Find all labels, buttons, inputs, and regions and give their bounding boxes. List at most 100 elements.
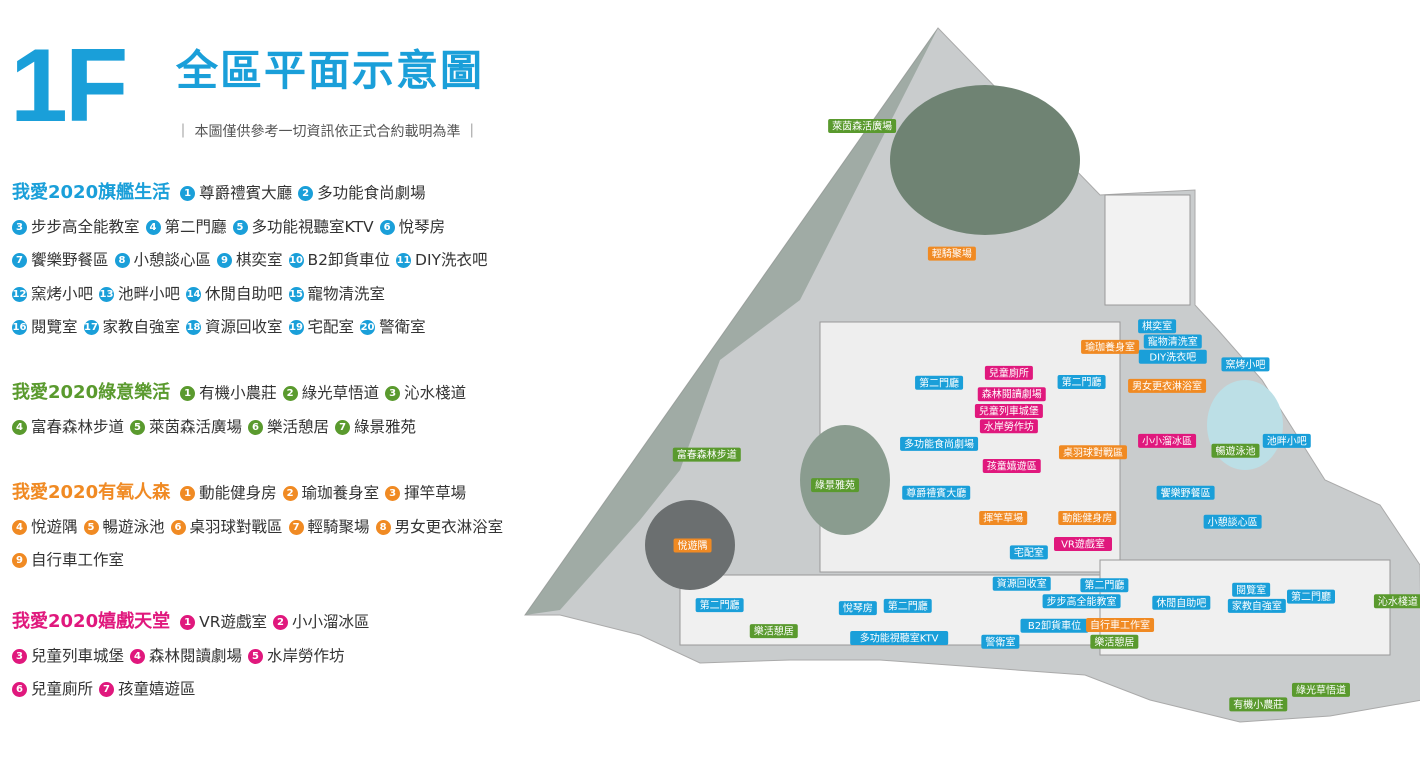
map-label-text: 窯烤小吧 <box>1225 358 1265 371</box>
map-label-text: 宅配室 <box>1014 546 1044 559</box>
map-label: 桌羽球對戰區 <box>1058 445 1127 460</box>
map-label-text: 閱覽室 <box>1236 583 1266 596</box>
map-label-box <box>1152 595 1211 610</box>
map-label: 揮竿草場 <box>979 510 1028 525</box>
map-label-box <box>974 404 1043 419</box>
legend-item-label: 宅配室 <box>307 318 355 336</box>
map-label-box <box>695 598 744 613</box>
map-label-text: 步步高全能教室 <box>1047 595 1117 608</box>
map-label: 第二門廳 <box>1080 578 1129 593</box>
map-label-box <box>1262 433 1311 448</box>
map-label-box <box>900 436 979 451</box>
map-label-box <box>1227 598 1286 613</box>
map-label-box <box>1057 375 1106 389</box>
legend-item-number: 11 <box>396 253 412 268</box>
map-label-text: 暢遊泳池 <box>1215 444 1255 457</box>
map-label-text: 第二門廳 <box>919 376 959 389</box>
map-label-text: 富春森林步道 <box>677 448 737 461</box>
page-title: 全區平面示意圖 <box>176 46 485 95</box>
legend-item-label: 兒童廁所 <box>31 680 94 698</box>
map-label: 第二門廳 <box>695 598 744 613</box>
legend-item-number: 2 <box>298 186 314 201</box>
map-label: 閱覽室 <box>1232 582 1271 597</box>
map-label-box <box>1042 594 1121 609</box>
legend-section-title: 我愛2020嬉戲天堂 <box>12 611 171 632</box>
map-label-box <box>883 598 932 613</box>
legend-item-number: 12 <box>12 286 27 302</box>
legend-item-number: 5 <box>232 219 248 235</box>
map-label: 綠景雅苑 <box>811 478 860 493</box>
legend-item-number: 3 <box>12 648 27 664</box>
map-label: 第二門廳 <box>883 598 932 613</box>
legend-item-label: 多功能食尚劇場 <box>317 184 426 202</box>
legend-item-number: 15 <box>288 286 304 302</box>
map-label-box <box>992 576 1051 591</box>
map-label-text: 有機小農莊 <box>1233 698 1283 711</box>
legend-item-number: 7 <box>288 519 304 535</box>
map-label: 休閒自助吧 <box>1152 595 1211 610</box>
map-label-text: 第二門廳 <box>1062 376 1102 389</box>
map-label-box <box>1156 485 1215 500</box>
map-label-text: 饗樂野餐區 <box>1161 486 1211 499</box>
legend-item-label: 小憩談心區 <box>133 251 212 269</box>
map-label-box <box>850 630 949 645</box>
map-label-text: 兒童廁所 <box>989 366 1029 379</box>
legend-item-number: 3 <box>385 486 401 501</box>
map-label-text: 資源回收室 <box>997 577 1047 590</box>
map-label-text: 孩童嬉遊區 <box>987 460 1037 473</box>
map-label-box <box>1058 445 1127 460</box>
map-label-text: 池畔小吧 <box>1267 434 1307 447</box>
map-label: 樂活憩居 <box>749 624 798 639</box>
legend-section-title: 我愛2020綠意樂活 <box>12 382 171 403</box>
legend-item-number: 7 <box>99 682 115 697</box>
map-label: 悅遊隅 <box>673 538 712 553</box>
map-label: 步步高全能教室 <box>1042 594 1121 609</box>
map-label-box <box>977 387 1046 402</box>
legend-item-number: 16 <box>12 320 27 335</box>
map-label: 森林閱讀劇場 <box>977 387 1046 402</box>
legend-item-number: 5 <box>130 419 146 435</box>
map-label: 尊爵禮賓大廳 <box>902 485 971 500</box>
legend-item-label: 水岸勞作坊 <box>267 646 345 665</box>
map-label-text: VR遊戲室 <box>1061 537 1105 550</box>
legend-item-label: 饗樂野餐區 <box>31 251 109 269</box>
map-label-text: 多功能視聽室KTV <box>860 631 939 644</box>
map-label: 宅配室 <box>1009 545 1048 560</box>
map-label: 池畔小吧 <box>1262 433 1311 448</box>
map-label: 家教自強室 <box>1227 598 1286 613</box>
map-label-text: 動能健身房 <box>1062 511 1112 524</box>
map-label-text: 小憩談心區 <box>1208 515 1258 528</box>
map-label-box <box>927 246 976 261</box>
map-label-text: 多功能食尚劇場 <box>904 437 974 450</box>
map-label-text: 森林閱讀劇場 <box>982 388 1042 401</box>
map-label: 小小溜冰區 <box>1138 433 1197 448</box>
map-label-text: 悅琴房 <box>843 602 873 615</box>
disclaimer: ｜ 本圖僅供參考一切資訊依正式合約載明為準 ｜ <box>176 124 479 140</box>
legend-item-label: 富春森林步道 <box>31 417 125 436</box>
map-label-text: 瑜珈養身室 <box>1085 340 1135 353</box>
map-label-box <box>979 510 1028 525</box>
legend-item-label: 綠光草悟道 <box>301 384 380 402</box>
map-label: 輕騎聚場 <box>927 246 976 261</box>
map-label-box <box>1138 433 1197 448</box>
northeast-building <box>1104 194 1191 306</box>
map-label-box <box>1009 545 1048 560</box>
map-label-box <box>981 634 1020 649</box>
legend-item-label: 萊茵森活廣場 <box>149 417 243 436</box>
legend-item-label: 男女更衣淋浴室 <box>394 517 504 536</box>
